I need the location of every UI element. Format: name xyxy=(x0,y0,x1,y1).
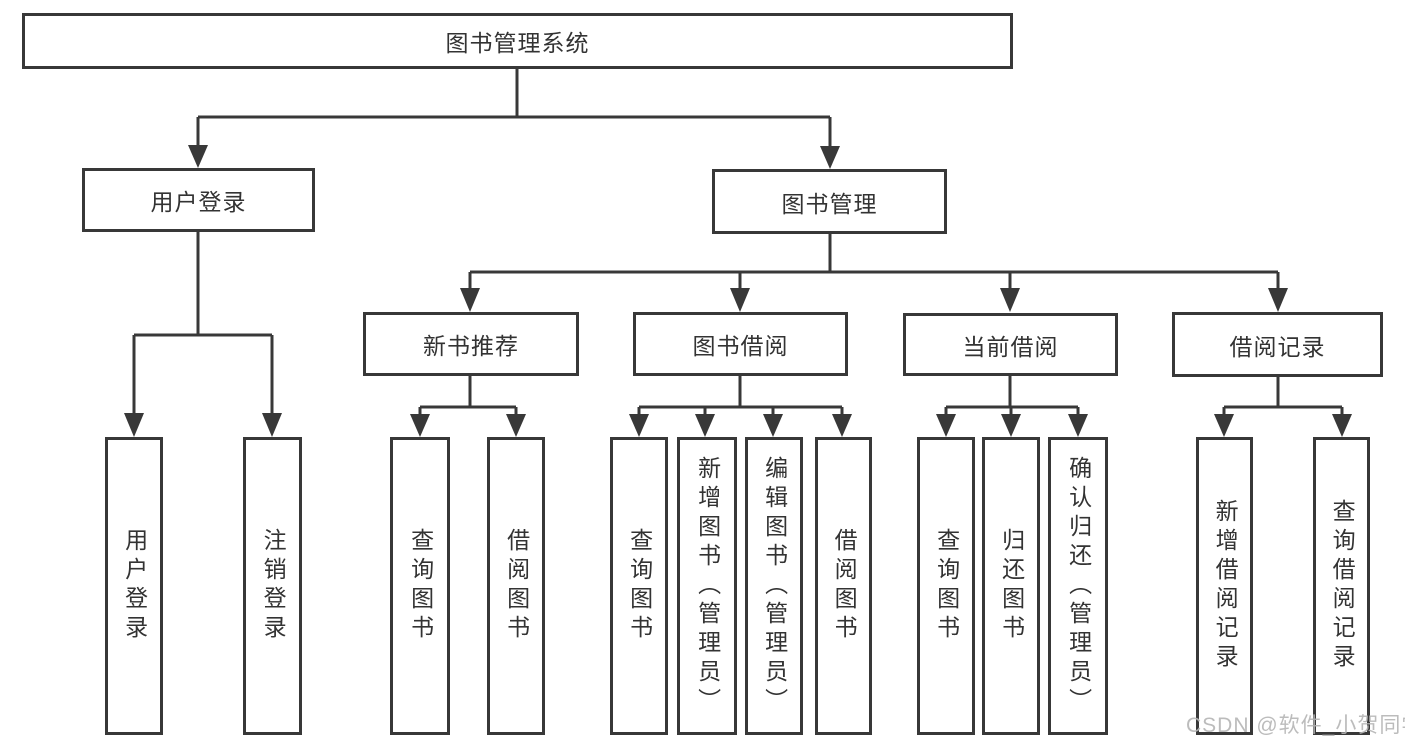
node-login-label: 用户登录 xyxy=(121,528,148,644)
node-query-book-1: 查询图书 xyxy=(390,437,450,735)
node-current-borrow: 当前借阅 xyxy=(903,313,1118,376)
arrowheads xyxy=(124,145,1352,437)
node-borrow-records: 借阅记录 xyxy=(1172,312,1383,377)
node-add-borrow-record-label: 新增借阅记录 xyxy=(1212,499,1239,673)
node-new-book-recommend: 新书推荐 xyxy=(363,312,579,376)
node-confirm-return-admin: 确认归还（管理员） xyxy=(1048,437,1108,735)
node-return-book-label: 归还图书 xyxy=(998,528,1025,644)
node-query-book-2-label: 查询图书 xyxy=(626,528,653,644)
node-logout-label: 注销登录 xyxy=(260,528,287,644)
node-query-book-3: 查询图书 xyxy=(917,437,975,735)
node-query-book-3-label: 查询图书 xyxy=(933,528,960,644)
node-confirm-return-admin-label: 确认归还（管理员） xyxy=(1065,455,1092,717)
csdn-watermark: CSDN @软件_小贺同学 xyxy=(1186,714,1405,737)
node-query-borrow-record-label: 查询借阅记录 xyxy=(1329,499,1356,673)
node-user-login: 用户登录 xyxy=(82,168,315,232)
node-add-book-admin-label: 新增图书（管理员） xyxy=(694,455,721,717)
node-add-borrow-record: 新增借阅记录 xyxy=(1196,437,1253,735)
node-query-borrow-record: 查询借阅记录 xyxy=(1313,437,1370,735)
node-login: 用户登录 xyxy=(105,437,163,735)
node-logout: 注销登录 xyxy=(243,437,302,735)
node-query-book-2: 查询图书 xyxy=(610,437,668,735)
node-query-book-1-label: 查询图书 xyxy=(407,528,434,644)
node-edit-book-admin-label: 编辑图书（管理员） xyxy=(761,455,788,717)
node-book-borrow: 图书借阅 xyxy=(633,312,848,376)
node-root: 图书管理系统 xyxy=(22,13,1013,69)
node-return-book: 归还图书 xyxy=(982,437,1040,735)
node-add-book-admin: 新增图书（管理员） xyxy=(677,437,737,735)
node-borrow-book-1-label: 借阅图书 xyxy=(503,528,530,644)
node-borrow-book-2-label: 借阅图书 xyxy=(831,528,858,644)
node-book-management: 图书管理 xyxy=(712,169,947,234)
node-borrow-book-2: 借阅图书 xyxy=(815,437,872,735)
node-borrow-book-1: 借阅图书 xyxy=(487,437,545,735)
node-edit-book-admin: 编辑图书（管理员） xyxy=(745,437,803,735)
